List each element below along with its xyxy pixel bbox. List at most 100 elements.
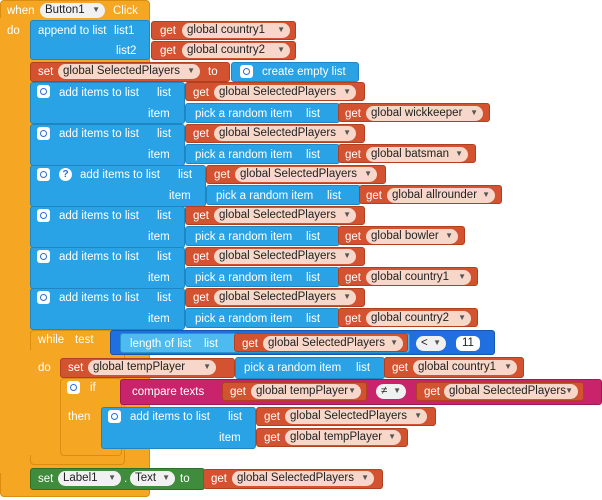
list-label: list: [306, 313, 321, 325]
var-dropdown[interactable]: global SelectedPlayers▼: [58, 64, 200, 79]
add-items-label: add items to list: [59, 292, 139, 304]
get-label: get: [424, 386, 440, 398]
add-items-wicket-block[interactable]: [30, 82, 185, 124]
get-label: get: [345, 108, 361, 120]
if-label: if: [90, 382, 96, 394]
get-label: get: [193, 292, 209, 304]
var-dropdown[interactable]: global allrounder▼: [387, 188, 495, 203]
event-body-spine: [0, 18, 30, 473]
var-dropdown[interactable]: global country1▼: [182, 23, 290, 38]
var-dropdown[interactable]: global tempPlayer▼: [251, 384, 361, 399]
add-items-label: add items to list: [59, 251, 139, 263]
add-items-label: add items to list: [59, 128, 139, 140]
to-label: to: [180, 473, 190, 485]
while-label: while: [38, 334, 65, 346]
property-dropdown[interactable]: Text▼: [130, 471, 175, 486]
var-dropdown[interactable]: global country2▼: [182, 43, 290, 58]
pick-random-label: pick a random item: [244, 362, 342, 374]
help-icon[interactable]: ?: [59, 168, 72, 181]
item-label: item: [219, 432, 241, 444]
var-dropdown[interactable]: global country1▼: [413, 360, 517, 375]
var-dropdown[interactable]: global tempPlayer▼: [88, 360, 216, 375]
item-label: item: [169, 190, 191, 202]
component-dropdown[interactable]: Label1▼: [58, 471, 121, 486]
pick-random-label: pick a random item: [195, 313, 293, 325]
var-dropdown[interactable]: global SelectedPlayers▼: [214, 126, 356, 141]
list-label: list: [204, 338, 219, 350]
pick-random-label: pick a random item: [195, 108, 293, 120]
when-label: when: [7, 5, 35, 17]
list-label: list: [306, 149, 321, 161]
var-dropdown[interactable]: global country1▼: [366, 270, 471, 285]
pick-random-label: pick a random item: [195, 272, 293, 284]
do-label: do: [7, 25, 20, 37]
var-dropdown[interactable]: global wickkeeper▼: [366, 106, 483, 121]
get-label: get: [193, 251, 209, 263]
compare-texts-label: compare texts: [132, 386, 205, 398]
gear-icon[interactable]: [37, 209, 50, 222]
list-label: list: [306, 272, 321, 284]
operator-dropdown[interactable]: ≠▼: [376, 384, 406, 399]
var-dropdown[interactable]: global SelectedPlayers▼: [214, 85, 356, 100]
get-label: get: [214, 169, 230, 181]
create-empty-list-block[interactable]: [231, 62, 359, 82]
gear-icon[interactable]: [37, 127, 50, 140]
get-label: get: [264, 411, 280, 423]
get-label: get: [345, 272, 361, 284]
list-label: list: [157, 251, 172, 263]
var-dropdown[interactable]: global SelectedPlayers▼: [232, 471, 374, 486]
click-event-label: Click: [113, 5, 138, 17]
component-dropdown[interactable]: Button1▼: [40, 3, 105, 18]
number-field[interactable]: 11: [456, 336, 480, 351]
get-label: get: [242, 338, 258, 350]
var-dropdown[interactable]: global SelectedPlayers▼: [235, 167, 377, 182]
gear-icon[interactable]: [37, 291, 50, 304]
item-label: item: [148, 313, 170, 325]
get-label: get: [211, 473, 227, 485]
gear-icon[interactable]: [37, 168, 50, 181]
item-label: item: [148, 272, 170, 284]
gear-icon[interactable]: [67, 381, 80, 394]
pick-random-label: pick a random item: [195, 149, 293, 161]
list-label: list: [306, 231, 321, 243]
create-empty-list-label: create empty list: [262, 66, 346, 78]
var-dropdown[interactable]: global bowler▼: [366, 229, 458, 244]
gear-icon[interactable]: [37, 85, 50, 98]
list-label: list: [327, 190, 342, 202]
gear-icon[interactable]: [37, 250, 50, 263]
add-items-country2-block[interactable]: [30, 288, 185, 330]
var-dropdown[interactable]: global SelectedPlayers▼: [263, 336, 403, 351]
set-label: set: [38, 473, 54, 485]
get-label: get: [345, 313, 361, 325]
get-label: get: [193, 210, 209, 222]
var-dropdown[interactable]: global batsman▼: [366, 147, 468, 162]
add-items-label: add items to list: [130, 411, 210, 423]
var-dropdown[interactable]: global SelectedPlayers▼: [214, 249, 356, 264]
add-items-bowler-block[interactable]: [30, 206, 185, 248]
test-label: test: [75, 334, 94, 346]
list-label: list: [157, 87, 172, 99]
operator-dropdown[interactable]: <▼: [416, 336, 446, 351]
var-dropdown[interactable]: global SelectedPlayers▼: [444, 384, 578, 399]
set-label: set: [38, 66, 54, 78]
get-label: get: [230, 386, 246, 398]
var-dropdown[interactable]: global tempPlayer▼: [285, 430, 401, 445]
gear-icon[interactable]: [108, 410, 121, 423]
var-dropdown[interactable]: global SelectedPlayers▼: [214, 290, 356, 305]
do-label: do: [38, 362, 51, 374]
while-spine: [30, 350, 60, 455]
get-label: get: [160, 45, 176, 57]
dot-separator: .: [124, 473, 128, 485]
list-label: list: [356, 362, 371, 374]
var-dropdown[interactable]: global country2▼: [366, 311, 471, 326]
add-items-temp-block[interactable]: [101, 407, 256, 449]
length-of-list-label: length of list: [130, 338, 192, 350]
get-label: get: [160, 25, 176, 37]
get-label: get: [366, 190, 382, 202]
var-dropdown[interactable]: global SelectedPlayers▼: [214, 208, 356, 223]
append-to-list-block[interactable]: [30, 20, 150, 60]
var-dropdown[interactable]: global SelectedPlayers▼: [285, 409, 427, 424]
gear-icon[interactable]: [240, 65, 253, 78]
item-label: item: [148, 149, 170, 161]
add-items-label: add items to list: [59, 87, 139, 99]
